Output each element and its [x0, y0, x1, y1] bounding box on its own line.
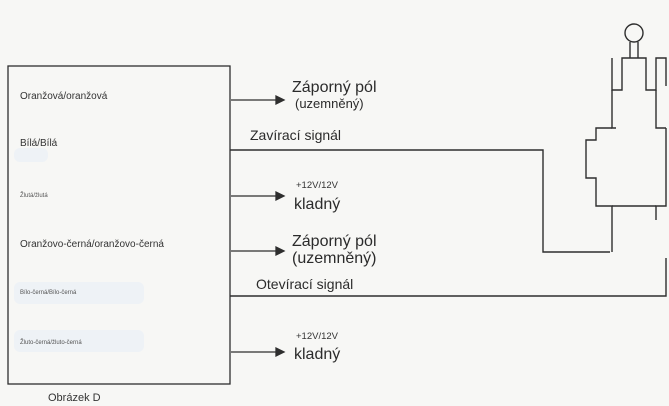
grounded-label-1: (uzemněný)	[295, 96, 364, 111]
wire-label-orange: Oranžová/oranžová	[20, 91, 108, 102]
scan-smudge	[14, 282, 144, 304]
wire-label-yellow-black: Žluto-černá/žluto-černá	[20, 340, 82, 346]
wire-label-white-black: Bílo-černá/Bílo-černá	[20, 290, 77, 296]
arrow-positive-1	[231, 190, 286, 202]
voltage-label-2: +12V/12V	[296, 331, 338, 342]
grounded-label-2: (uzemněný)	[292, 250, 377, 267]
positive-label-2: kladný	[294, 346, 341, 363]
arrow-positive-2	[231, 346, 286, 358]
figure-caption: Obrázek D	[48, 392, 101, 404]
closing-signal-wire	[230, 149, 610, 253]
opening-signal-wire	[230, 258, 667, 297]
opening-signal-label: Otevírací signál	[256, 276, 354, 292]
control-unit-box	[7, 65, 231, 385]
scan-smudge	[14, 148, 48, 162]
voltage-label-1: +12V/12V	[296, 180, 338, 191]
closing-signal-label: Zavírací signál	[250, 127, 342, 143]
wire-label-white: Bílá/Bílá	[20, 138, 58, 149]
negative-pole-label-2: Záporný pól	[292, 233, 377, 250]
arrow-negative-1	[231, 94, 286, 106]
door-lock-actuator	[585, 23, 667, 252]
arrow-negative-2	[231, 245, 286, 257]
wire-label-orange-black: Oranžovo-černá/oranžovo-černá	[20, 239, 164, 250]
negative-pole-label-1: Záporný pól	[292, 79, 377, 96]
scan-smudge	[14, 330, 144, 352]
positive-label-1: kladný	[294, 196, 341, 213]
wire-label-yellow: Žlutá/žlutá	[20, 193, 48, 199]
